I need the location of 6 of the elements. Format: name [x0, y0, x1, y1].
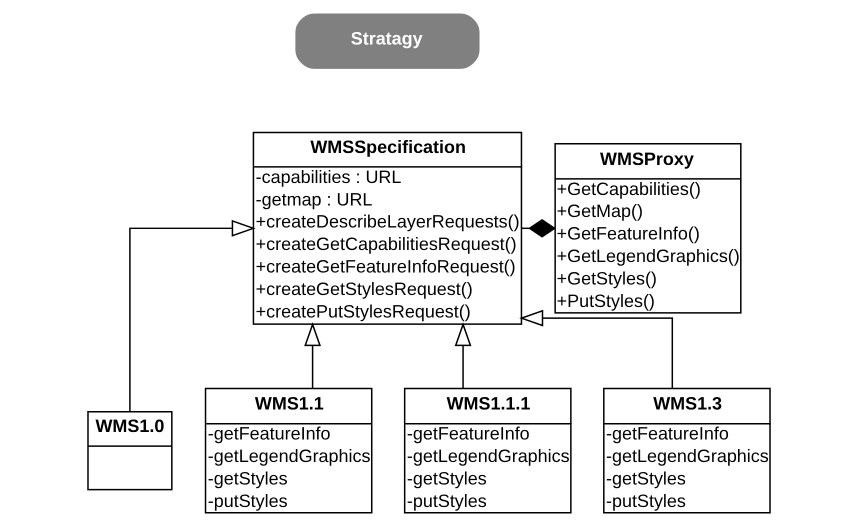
- arrow: [454, 322, 471, 388]
- arrow: [128, 220, 256, 412]
- arrow: [518, 310, 673, 388]
- connector: [520, 219, 556, 238]
- node-box: Stratagy: [294, 13, 480, 69]
- arrow: [304, 322, 320, 388]
